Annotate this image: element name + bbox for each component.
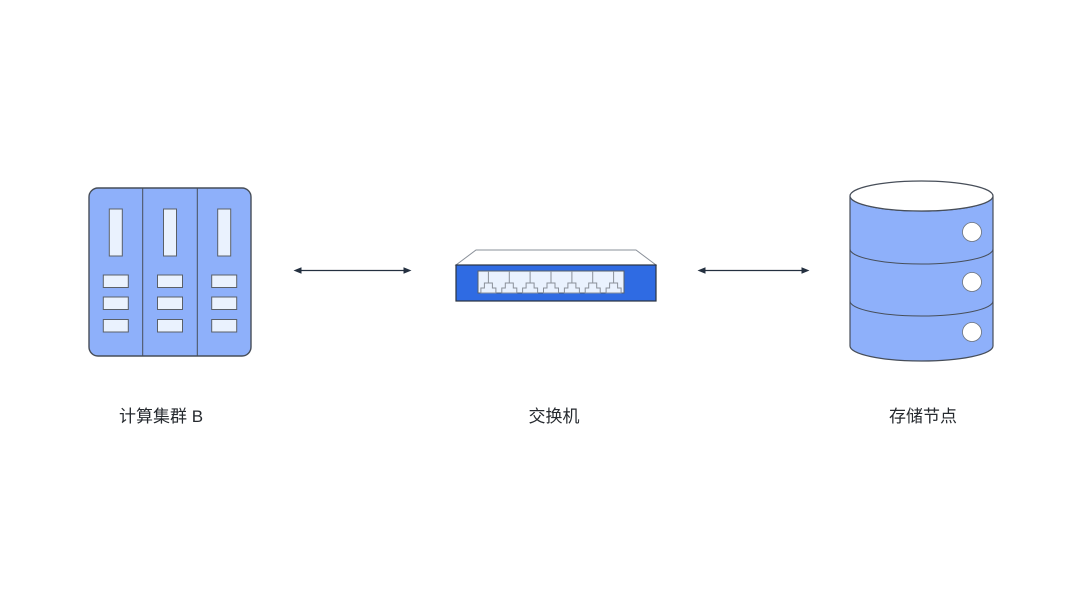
node-label-cluster: 计算集群 B [118,407,204,426]
node-compute-cluster[interactable] [88,187,252,357]
connector-switch-storage[interactable] [696,264,811,277]
node-label-storage: 存储节点 [889,407,957,426]
server-rack-icon [88,187,252,357]
node-storage[interactable] [848,178,995,365]
arrowhead-left-icon [293,267,302,274]
rack-unit [102,208,129,333]
node-label-switch: 交换机 [528,407,580,426]
connector-cluster-switch[interactable] [292,264,413,277]
database-cylinder-icon [849,180,994,362]
arrowhead-left-icon [697,267,706,274]
rack-unit [157,208,183,333]
rack-unit [211,208,238,333]
disk-indicator-icon [962,272,982,292]
arrowhead-right-icon [801,267,810,274]
node-switch[interactable] [454,247,658,303]
disk-indicator-icon [962,322,982,342]
network-switch-icon [454,249,658,302]
switch-ports [480,271,622,294]
arrowhead-right-icon [403,267,412,274]
disk-indicator-icon [962,222,982,242]
